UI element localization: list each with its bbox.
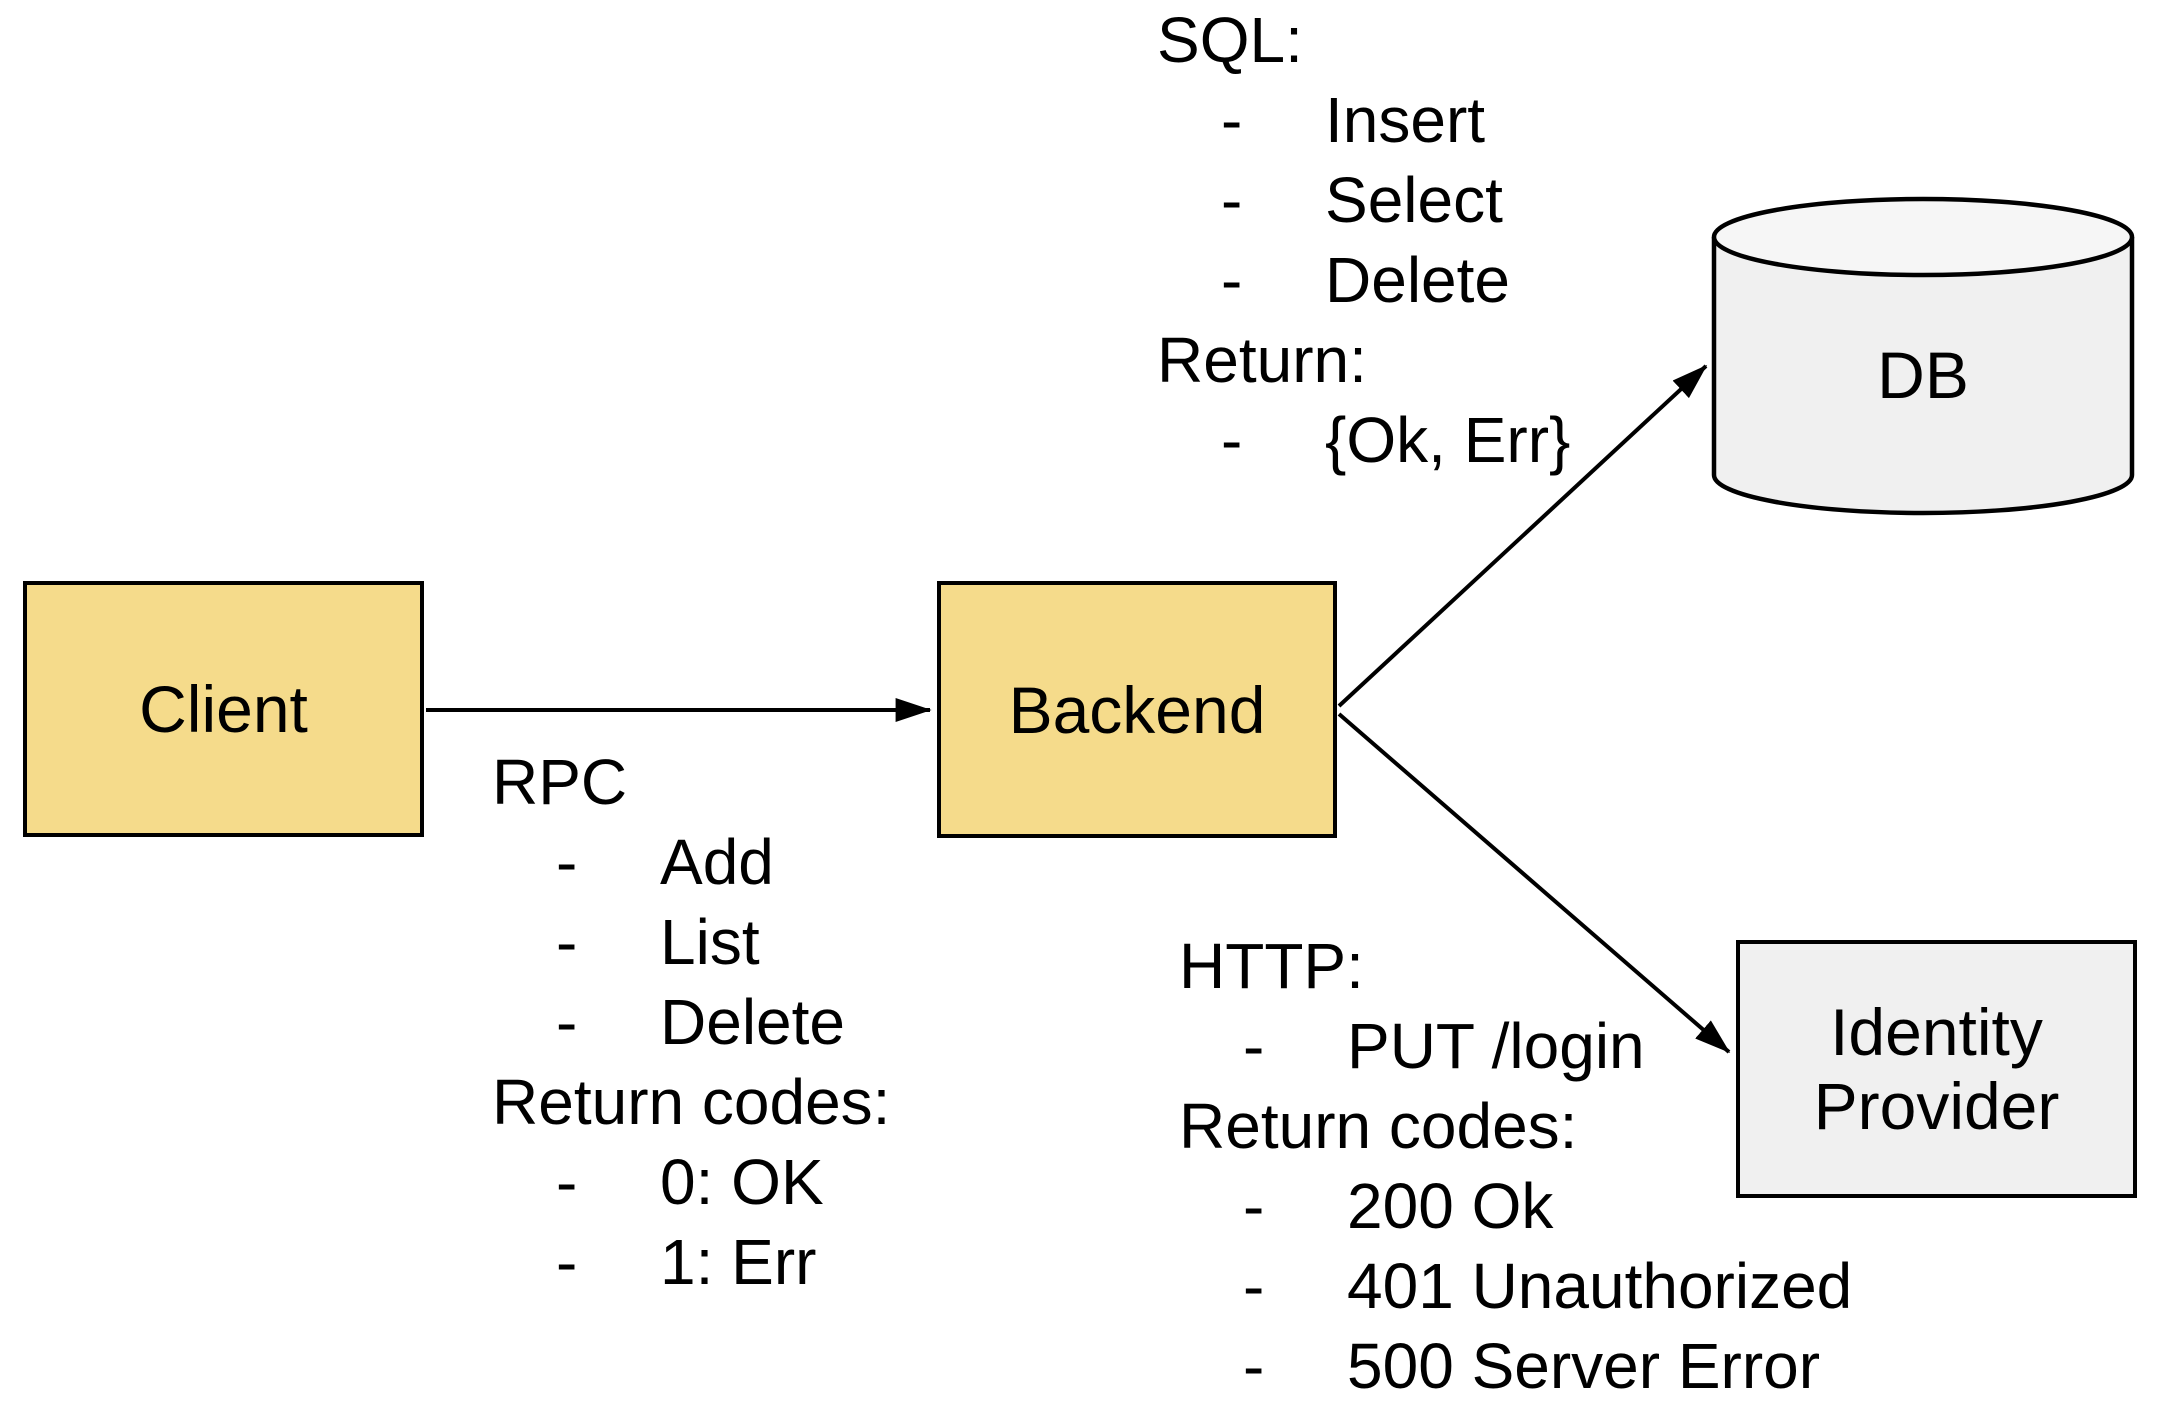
rpc-return-item: -1: Err [492, 1222, 890, 1302]
http-return-item: -401 Unauthorized [1179, 1246, 1852, 1326]
database-node: DB [1710, 195, 2136, 517]
identity-provider-label-line1: Identity [1830, 995, 2043, 1069]
rpc-method-item: -Add [492, 822, 890, 902]
sql-method-item: -Insert [1157, 80, 1570, 160]
http-heading: HTTP: [1179, 930, 1364, 1002]
identity-provider-node-label: Identity Provider [1814, 995, 2060, 1143]
bullet-dash: - [1243, 1170, 1265, 1242]
bullet-dash: - [1221, 244, 1243, 316]
bullet-dash: - [556, 1146, 578, 1218]
bullet-dash: - [556, 906, 578, 978]
client-node: Client [23, 581, 424, 837]
identity-provider-label-line2: Provider [1813, 1069, 2060, 1143]
http-return-item: -200 Ok [1179, 1166, 1852, 1246]
backend-node: Backend [937, 581, 1337, 838]
rpc-return-item: -0: OK [492, 1142, 890, 1222]
sql-annotation: SQL: -Insert -Select -Delete Return: -{O… [1157, 0, 1570, 480]
bullet-dash: - [556, 826, 578, 898]
bullet-dash: - [1221, 404, 1243, 476]
database-node-label: DB [1877, 338, 1969, 412]
sql-returns-heading: Return: [1157, 324, 1367, 396]
rpc-returns-heading: Return codes: [492, 1066, 891, 1138]
rpc-annotation: RPC -Add -List -Delete Return codes: -0:… [492, 742, 890, 1302]
http-method-item: -PUT /login [1179, 1006, 1852, 1086]
database-cylinder-icon [1711, 196, 2135, 516]
http-returns-heading: Return codes: [1179, 1090, 1578, 1162]
identity-provider-node: Identity Provider [1736, 940, 2137, 1198]
client-node-label: Client [139, 672, 308, 746]
sql-method-item: -Delete [1157, 240, 1570, 320]
bullet-dash: - [556, 1226, 578, 1298]
bullet-dash: - [1243, 1250, 1265, 1322]
backend-node-label: Backend [1008, 672, 1266, 747]
bullet-dash: - [1243, 1010, 1265, 1082]
bullet-dash: - [1243, 1330, 1265, 1402]
rpc-heading: RPC [492, 746, 628, 818]
http-return-item: -500 Server Error [1179, 1326, 1852, 1406]
bullet-dash: - [556, 986, 578, 1058]
rpc-method-item: -Delete [492, 982, 890, 1062]
http-annotation: HTTP: -PUT /login Return codes: -200 Ok … [1179, 926, 1852, 1406]
bullet-dash: - [1221, 164, 1243, 236]
sql-return-item: -{Ok, Err} [1157, 400, 1570, 480]
rpc-method-item: -List [492, 902, 890, 982]
sql-heading: SQL: [1157, 4, 1303, 76]
bullet-dash: - [1221, 84, 1243, 156]
sql-method-item: -Select [1157, 160, 1570, 240]
